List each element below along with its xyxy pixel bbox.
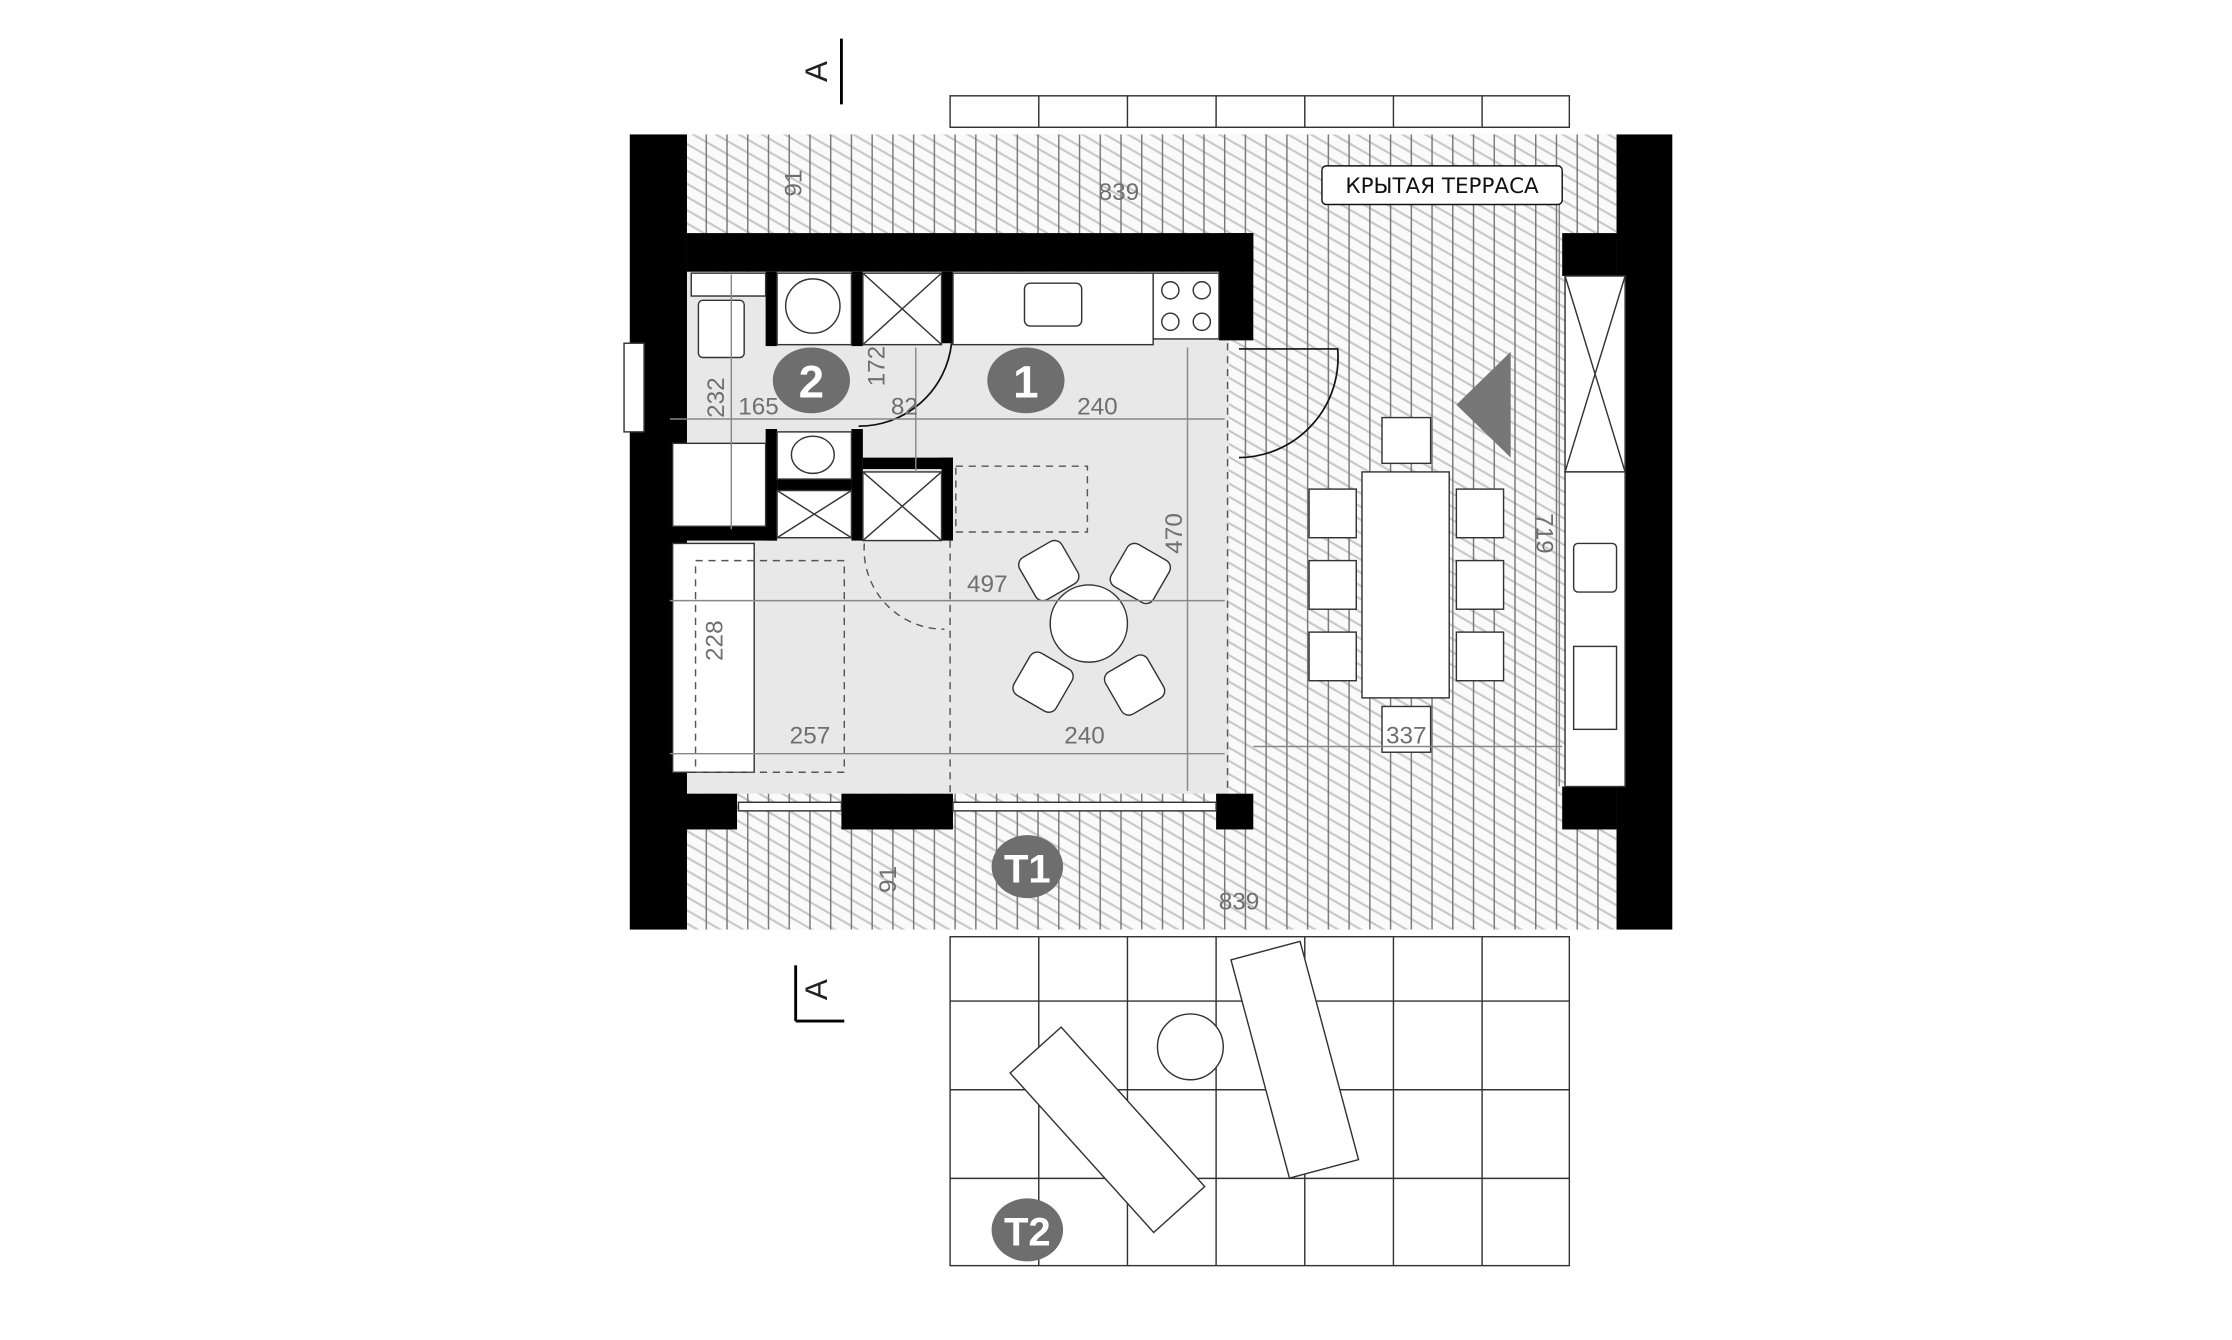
dim-dining-width: 240 (1064, 723, 1105, 750)
svg-text:T2: T2 (1004, 1211, 1051, 1255)
walls (629, 134, 1673, 930)
svg-text:КРЫТАЯ ТЕРРАСА: КРЫТАЯ ТЕРРАСА (1345, 174, 1539, 199)
outdoor-kitchen (1564, 275, 1626, 788)
dim-terrace-width: 337 (1386, 723, 1427, 750)
terrace-badge-t2: T2 (991, 1198, 1064, 1262)
door-swings (858, 343, 1339, 459)
dim-sofa-height: 228 (702, 620, 729, 661)
dim-bath-width: 165 (738, 394, 779, 421)
section-marker-top: A (799, 38, 843, 105)
svg-text:T1: T1 (1004, 847, 1051, 891)
dim-terrace-height: 719 (1530, 513, 1557, 554)
fixtures (623, 272, 1220, 812)
room-badge-2: 2 (772, 347, 851, 414)
svg-text:A: A (799, 61, 834, 82)
terrace-badge-t1: T1 (991, 835, 1064, 899)
svg-text:1: 1 (1013, 357, 1038, 408)
entrance-arrow-icon (1456, 351, 1511, 458)
dimension-lines (669, 171, 1563, 791)
dim-room-height: 470 (1161, 513, 1188, 554)
dining-set (1012, 539, 1172, 716)
svg-text:2: 2 (799, 357, 824, 408)
terrace-table (1308, 416, 1505, 753)
dim-kitchen-width: 240 (1077, 394, 1118, 421)
dim-living-width: 257 (790, 723, 831, 750)
dim-bottom-depth: 91 (875, 866, 902, 893)
dim-bath-height: 232 (703, 377, 730, 418)
dashed-furniture (694, 343, 1229, 794)
terrace-label: КРЫТАЯ ТЕРРАСА (1321, 165, 1563, 206)
dim-top-width: 839 (1099, 179, 1140, 206)
room-badge-1: 1 (987, 347, 1065, 414)
section-marker-bottom: A (794, 965, 845, 1023)
svg-text:A: A (799, 979, 834, 1000)
dim-top-depth: 91 (780, 170, 807, 197)
dim-room-width: 497 (967, 571, 1008, 598)
dim-bottom-width: 839 (1219, 889, 1260, 916)
top-tile-strip (949, 95, 1571, 128)
dim-door-width: 82 (891, 394, 918, 421)
dim-hall-height: 172 (863, 346, 890, 387)
